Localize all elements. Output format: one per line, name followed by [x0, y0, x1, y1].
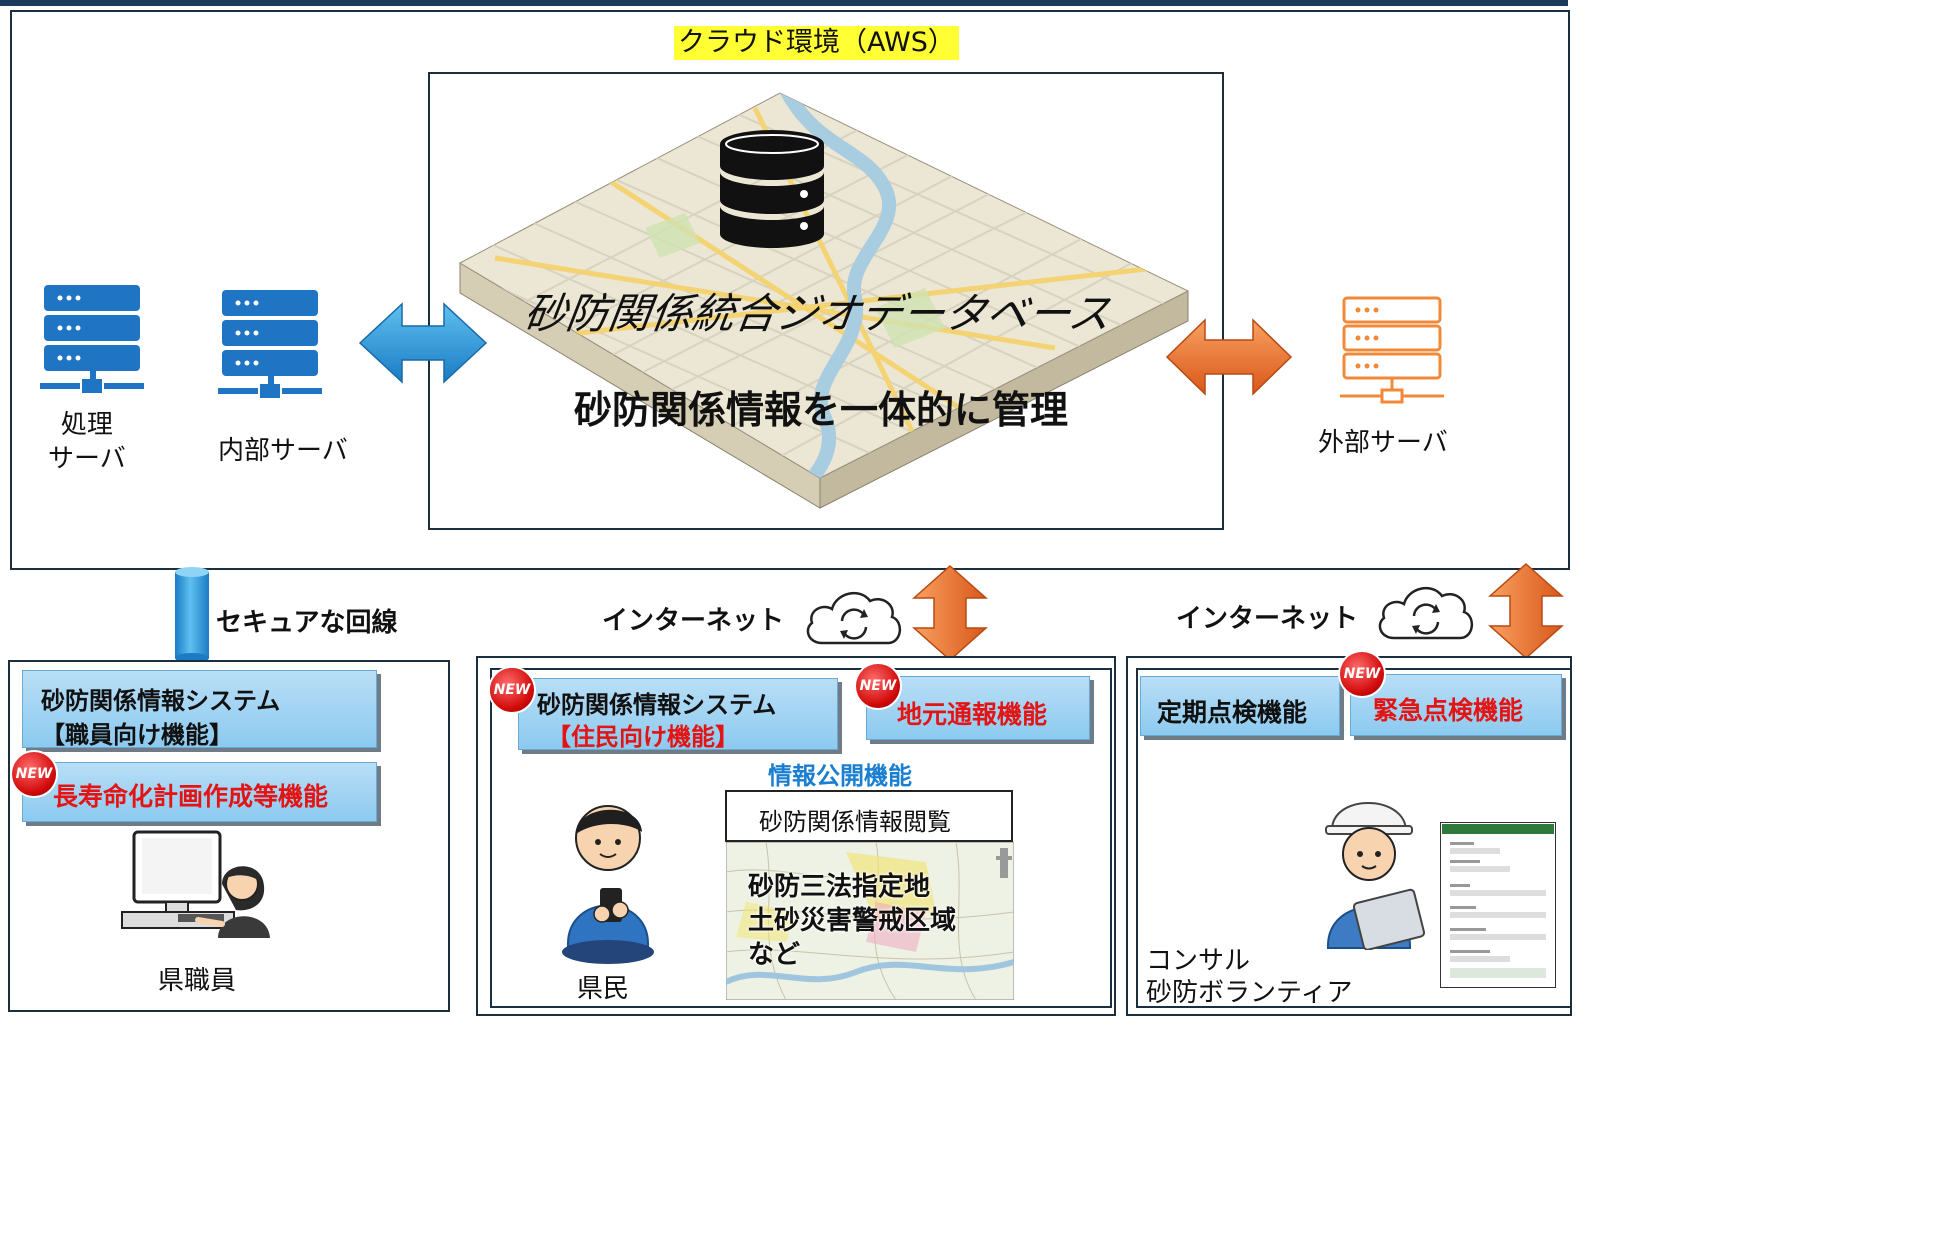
staff-system-line2: 【職員向け機能】 — [41, 721, 233, 749]
new-badge-longevity: NEW — [12, 752, 56, 796]
external-server-label: 外部サーバ — [1318, 428, 1448, 458]
consultant-user-line2: 砂防ボランティア — [1146, 978, 1353, 1008]
internet-label-1: インターネット — [602, 606, 785, 636]
cloud-label: クラウド環境（AWS） — [674, 26, 959, 60]
blue-double-arrow — [358, 302, 488, 384]
internal-server-icon — [218, 290, 322, 398]
local-report-button[interactable]: 地元通報機能 — [866, 676, 1090, 740]
new-badge-emergency: NEW — [1340, 652, 1384, 696]
resident-smartphone-illustration — [562, 805, 654, 964]
database-icon — [720, 130, 824, 248]
top-rule — [0, 0, 1568, 6]
periodic-inspection-button[interactable]: 定期点検機能 — [1140, 676, 1340, 736]
map-text-line2: 土砂災害警戒区域 — [748, 906, 957, 936]
secure-line-cylinder — [175, 567, 209, 663]
internal-server-label: 内部サーバ — [218, 436, 348, 466]
secure-line-label: セキュアな回線 — [216, 608, 398, 638]
map-slab — [458, 92, 1190, 509]
map-text-line1: 砂防三法指定地 — [748, 872, 931, 902]
staff-user-label: 県職員 — [158, 966, 237, 996]
viewing-box: 砂防関係情報閲覧 — [725, 790, 1013, 842]
hazard-map — [726, 842, 1014, 1000]
db-subtitle: 砂防関係情報を一体的に管理 — [574, 388, 1069, 432]
map-river — [768, 93, 897, 478]
db-title: 砂防関係統合ジオデータベース — [521, 289, 1114, 338]
periodic-inspection-label: 定期点検機能 — [1157, 698, 1308, 727]
longevity-plan-button[interactable]: 長寿命化計画作成等機能 — [22, 762, 377, 822]
orange-double-arrow — [1165, 318, 1293, 396]
resident-system-line2: 【住民向け機能】 — [547, 723, 739, 751]
local-report-label: 地元通報機能 — [897, 700, 1048, 729]
viewing-label: 砂防関係情報閲覧 — [759, 808, 951, 836]
staff-system-button[interactable]: 砂防関係情報システム 【職員向け機能】 — [22, 670, 377, 749]
inspector-tablet-illustration — [1325, 802, 1426, 950]
inspection-form-screen — [1440, 822, 1556, 988]
new-badge-resident-system: NEW — [490, 668, 534, 712]
resident-user-label: 県民 — [577, 974, 630, 1004]
staff-computer-illustration — [121, 830, 270, 938]
processing-server-label: 処理 サーバ — [48, 410, 126, 474]
staff-system-line1: 砂防関係情報システム — [41, 687, 281, 715]
longevity-plan-label: 長寿命化計画作成等機能 — [53, 782, 329, 811]
cloud-sync-icon-2 — [1378, 586, 1473, 640]
internet-label-2: インターネット — [1176, 604, 1359, 634]
disclosure-label: 情報公開機能 — [768, 762, 912, 790]
slab-top — [458, 92, 1190, 479]
external-server-icon — [1340, 296, 1444, 404]
processing-server-icon — [40, 285, 144, 393]
orange-vertical-arrow-1 — [912, 564, 988, 662]
emergency-inspection-button[interactable]: 緊急点検機能 — [1350, 674, 1562, 736]
map-text-line3: など — [748, 940, 801, 970]
emergency-inspection-label: 緊急点検機能 — [1373, 696, 1524, 725]
cloud-sync-icon-1 — [806, 591, 901, 645]
consultant-user-line1: コンサル — [1146, 946, 1251, 976]
resident-system-line1: 砂防関係情報システム — [537, 691, 777, 719]
new-badge-local-report: NEW — [856, 664, 900, 708]
orange-vertical-arrow-2 — [1488, 562, 1564, 660]
resident-system-button[interactable]: 砂防関係情報システム 【住民向け機能】 — [518, 678, 838, 751]
